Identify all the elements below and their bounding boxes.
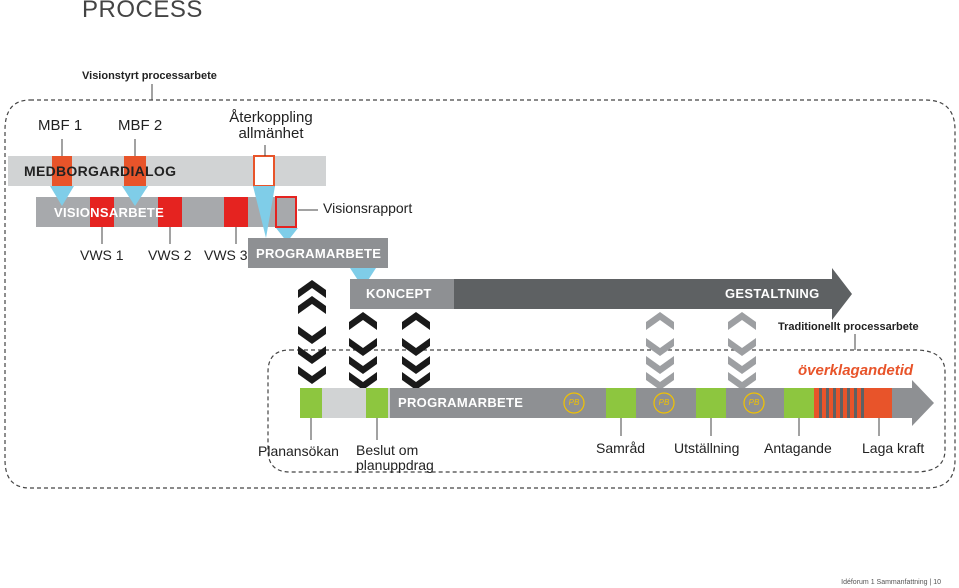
utstallning-marker (696, 388, 726, 418)
aterkoppling-marker (253, 155, 275, 187)
medborgardialog-label: MEDBORGARDIALOG (24, 163, 177, 179)
pb-badge-2 (653, 392, 675, 414)
antagande-label: Antagande (764, 440, 832, 456)
overklagandetid-stripes (814, 388, 866, 418)
aterkoppling-label: Återkoppling allmänhet (229, 109, 313, 142)
visionsarbete-label: VISIONSARBETE (54, 205, 165, 220)
vws1-marker (90, 197, 114, 227)
pb-badge-1 (563, 392, 585, 414)
mbf1-label: MBF 1 (38, 117, 83, 134)
programarbete-upper-label: PROGRAMARBETE (256, 246, 382, 261)
visionsrapport-marker (275, 196, 297, 228)
overklagandetid-label: överklagandetid (798, 362, 914, 379)
vws2-label: VWS 2 (148, 247, 192, 263)
mbf1-marker (52, 156, 72, 186)
vws1-label: VWS 1 (80, 247, 124, 263)
antagande-marker (784, 388, 814, 418)
gestaltning-arrow (454, 268, 852, 320)
programarbete-down-triangle (350, 268, 376, 288)
planansokan-label: Planansökan (258, 443, 339, 459)
beslut-marker (366, 388, 388, 418)
page-title: PROCESS (82, 0, 203, 23)
samrad-label: Samråd (596, 440, 646, 456)
vision-process-title: Visionstyrt processarbete (82, 70, 217, 82)
programarbete-lower-label: PROGRAMARBETE (398, 395, 524, 410)
planansokan-marker (300, 388, 322, 418)
mbf2-label: MBF 2 (118, 117, 163, 134)
vws3-label: VWS 3 (204, 247, 248, 263)
utstallning-label: Utställning (674, 440, 740, 456)
vision-process-boundary (4, 99, 956, 489)
chevron-stack-gray-1 (646, 312, 674, 390)
pb-badge-label-2: PB (658, 398, 670, 407)
chevron-stack-3 (402, 312, 430, 390)
mbf2-down-triangle (122, 186, 148, 206)
vws2-marker (158, 197, 182, 227)
pb-badge-3 (743, 392, 765, 414)
koncept-bar (350, 279, 454, 309)
chevron-stack-gray-2 (728, 312, 756, 390)
traditional-process-title: Traditionellt processarbete (778, 321, 919, 333)
laga-kraft-label: Laga kraft (862, 440, 925, 456)
gestaltning-label: GESTALTNING (725, 286, 820, 301)
page-footer: Idéforum 1 Sammanfattning | 10 (841, 579, 941, 586)
visionsrapport-label: Visionsrapport (323, 200, 413, 216)
laga-kraft-marker (866, 388, 892, 418)
beslut-label: Beslut om planuppdrag (356, 442, 434, 473)
pb-badge-label-3: PB (748, 398, 760, 407)
visionsrapport-down-triangle (276, 228, 298, 242)
mbf1-down-triangle (50, 186, 74, 206)
samrad-marker (606, 388, 636, 418)
chevron-stack-1 (298, 280, 326, 384)
traditional-process-boundary (267, 349, 946, 473)
pb-badge-label-1: PB (568, 398, 580, 407)
vws3-marker (224, 197, 248, 227)
mbf2-marker (124, 156, 146, 186)
chevron-stack-2 (349, 312, 377, 390)
koncept-label: KONCEPT (366, 286, 432, 301)
aterkoppling-down-triangle (253, 186, 275, 238)
programarbete-upper-bar (248, 238, 388, 268)
